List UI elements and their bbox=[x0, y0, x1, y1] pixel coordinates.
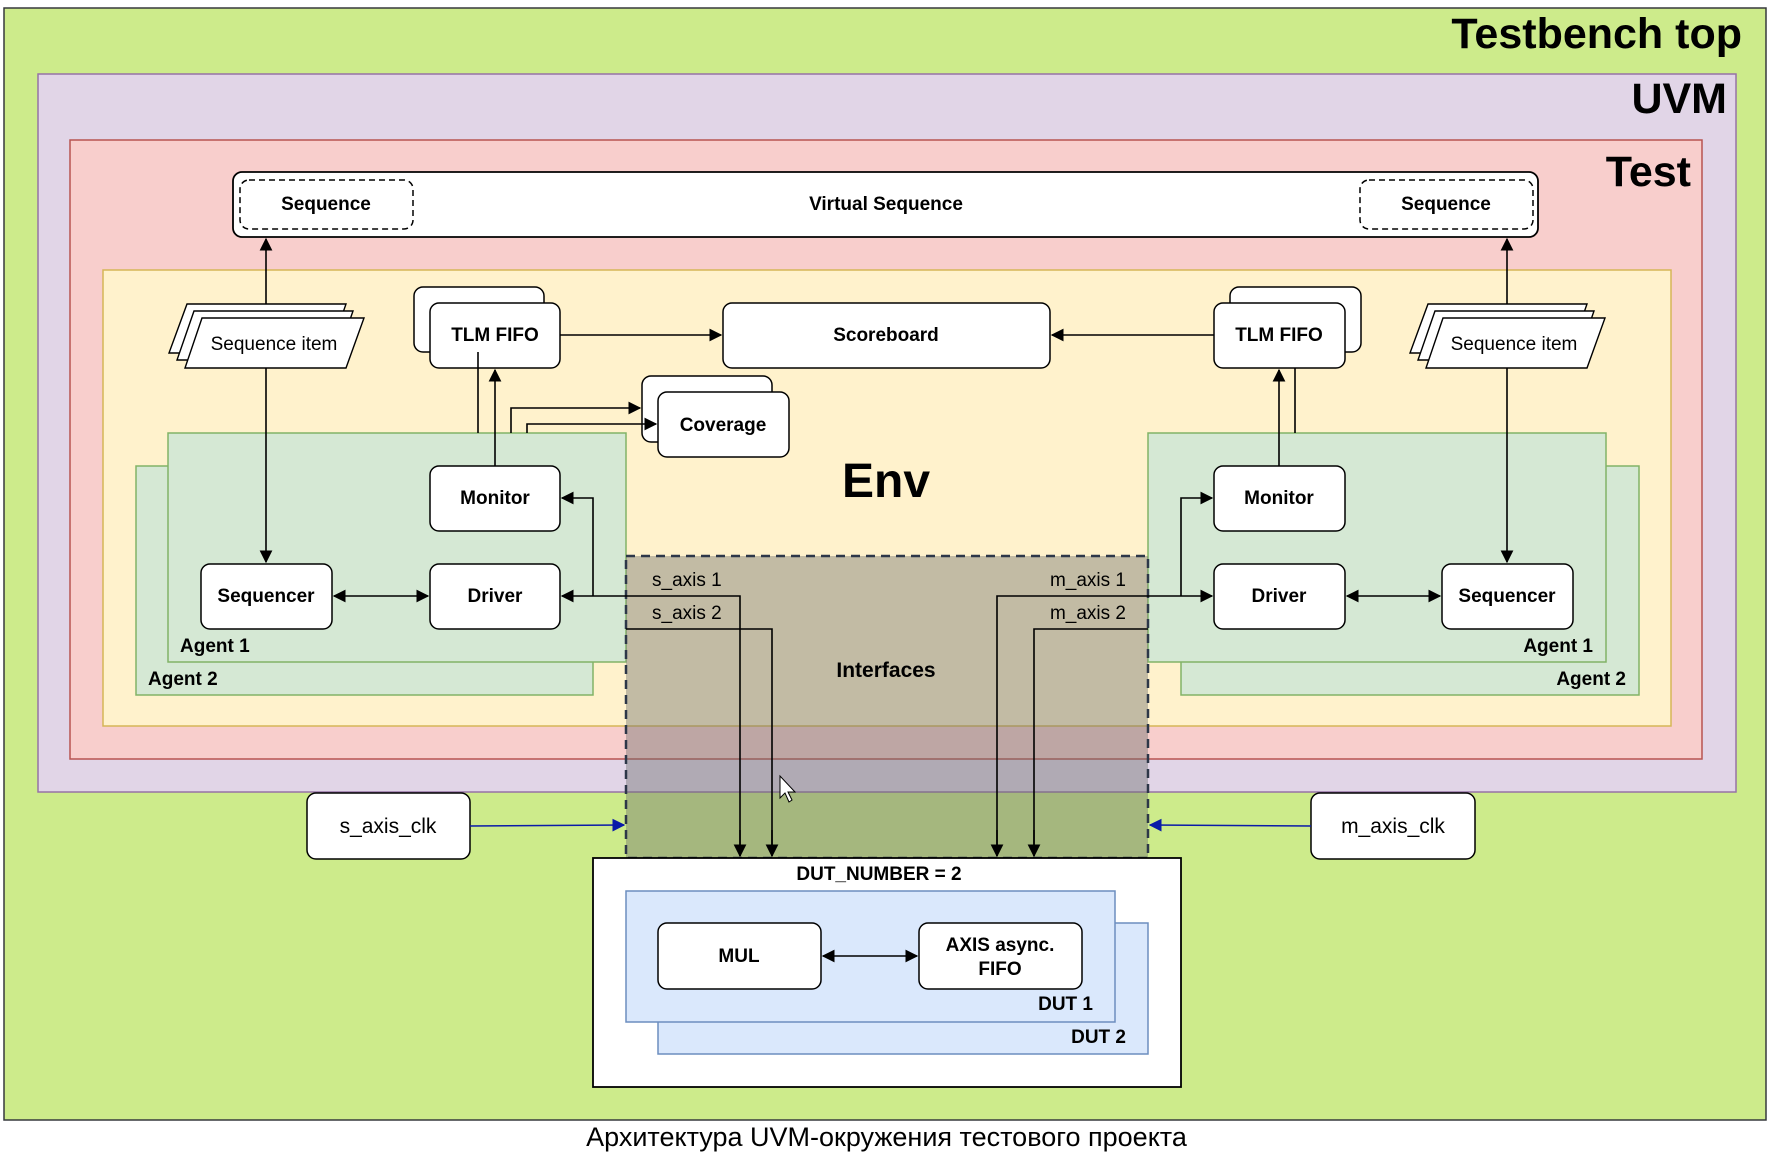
left-driver-box bbox=[429, 563, 561, 630]
sequence-label-right: Sequence bbox=[1401, 194, 1491, 215]
left-agent2-label: Agent 2 bbox=[148, 669, 218, 690]
virtual-sequence-label: Virtual Sequence bbox=[809, 194, 963, 215]
uvm-title: UVM bbox=[1631, 75, 1727, 123]
dut2-label: DUT 2 bbox=[1071, 1027, 1126, 1048]
axis-fifo-label-line1: AXIS async. bbox=[946, 935, 1055, 956]
arrow-s-axis-to-monitor-left bbox=[560, 491, 594, 596]
arrow-m-axis-clk bbox=[1148, 818, 1312, 832]
m-axis-1-label: m_axis 1 bbox=[1050, 570, 1126, 591]
test-title: Test bbox=[1606, 148, 1691, 196]
arrow-monitor-to-coverage-back bbox=[510, 401, 642, 433]
tlm-fifo-left-label: TLM FIFO bbox=[451, 325, 539, 346]
m-axis-2-label: m_axis 2 bbox=[1050, 603, 1126, 624]
dut1-label: DUT 1 bbox=[1038, 994, 1093, 1015]
line-s-axis-2 bbox=[626, 628, 773, 856]
axis-fifo-label-line2: FIFO bbox=[978, 959, 1021, 980]
arrow-m-axis-to-monitor-right bbox=[1180, 491, 1214, 596]
line-m-axis-2 bbox=[1033, 628, 1148, 856]
s-axis-clk-label: s_axis_clk bbox=[340, 815, 437, 838]
clock-connectors bbox=[469, 818, 1312, 832]
left-sequencer-label: Sequencer bbox=[217, 586, 315, 607]
arrow-s-axis-clk bbox=[469, 818, 626, 832]
arrow-monitor-to-coverage-front bbox=[526, 417, 658, 433]
connectors bbox=[259, 237, 1514, 963]
left-monitor-label: Monitor bbox=[460, 488, 530, 509]
s-axis-2-label: s_axis 2 bbox=[652, 603, 722, 624]
right-sequencer-label: Sequencer bbox=[1458, 586, 1556, 607]
virtual-sequence-box bbox=[232, 171, 1539, 238]
axis-fifo-box bbox=[918, 922, 1083, 990]
left-driver-label: Driver bbox=[468, 586, 524, 607]
interfaces-box bbox=[624, 554, 1150, 860]
left-agent1-label: Agent 1 bbox=[180, 636, 250, 657]
right-driver-label: Driver bbox=[1252, 586, 1308, 607]
sequence-box-right bbox=[1359, 179, 1534, 230]
right-monitor-label: Monitor bbox=[1244, 488, 1314, 509]
right-agent2-label: Agent 2 bbox=[1556, 669, 1626, 690]
sequence-box-left bbox=[239, 179, 414, 230]
right-sequencer-box bbox=[1441, 563, 1574, 630]
m-axis-clk-label: m_axis_clk bbox=[1341, 815, 1445, 838]
coverage-label: Coverage bbox=[680, 415, 767, 436]
testbench-top-title: Testbench top bbox=[1451, 10, 1742, 58]
dut-number-label: DUT_NUMBER = 2 bbox=[796, 864, 961, 885]
sequence-item-right: Sequence item bbox=[1408, 303, 1606, 369]
sequence-item-right-label: Sequence item bbox=[1451, 334, 1578, 355]
env-title: Env bbox=[842, 455, 930, 508]
right-driver-box bbox=[1213, 563, 1346, 630]
sequence-label-left: Sequence bbox=[281, 194, 371, 215]
arrow-s-axis-1-to-driver-left bbox=[560, 589, 741, 856]
mul-box bbox=[657, 922, 822, 990]
figure-caption: Архитектура UVM-окружения тестового прое… bbox=[586, 1122, 1187, 1152]
left-sequencer-box bbox=[200, 563, 333, 630]
right-agent1-label: Agent 1 bbox=[1523, 636, 1593, 657]
coverage-box bbox=[657, 391, 790, 458]
tlm-fifo-right-label: TLM FIFO bbox=[1235, 325, 1323, 346]
arrow-m-axis-1-to-driver-right bbox=[996, 589, 1214, 856]
scoreboard-label: Scoreboard bbox=[833, 325, 939, 346]
mul-label: MUL bbox=[718, 946, 760, 967]
interfaces-label: Interfaces bbox=[836, 659, 935, 682]
sequence-item-left: Sequence item bbox=[167, 303, 365, 369]
mouse-cursor-icon bbox=[779, 774, 797, 803]
s-axis-1-label: s_axis 1 bbox=[652, 570, 722, 591]
sequence-item-left-label: Sequence item bbox=[211, 334, 338, 355]
scoreboard-box bbox=[722, 302, 1051, 369]
